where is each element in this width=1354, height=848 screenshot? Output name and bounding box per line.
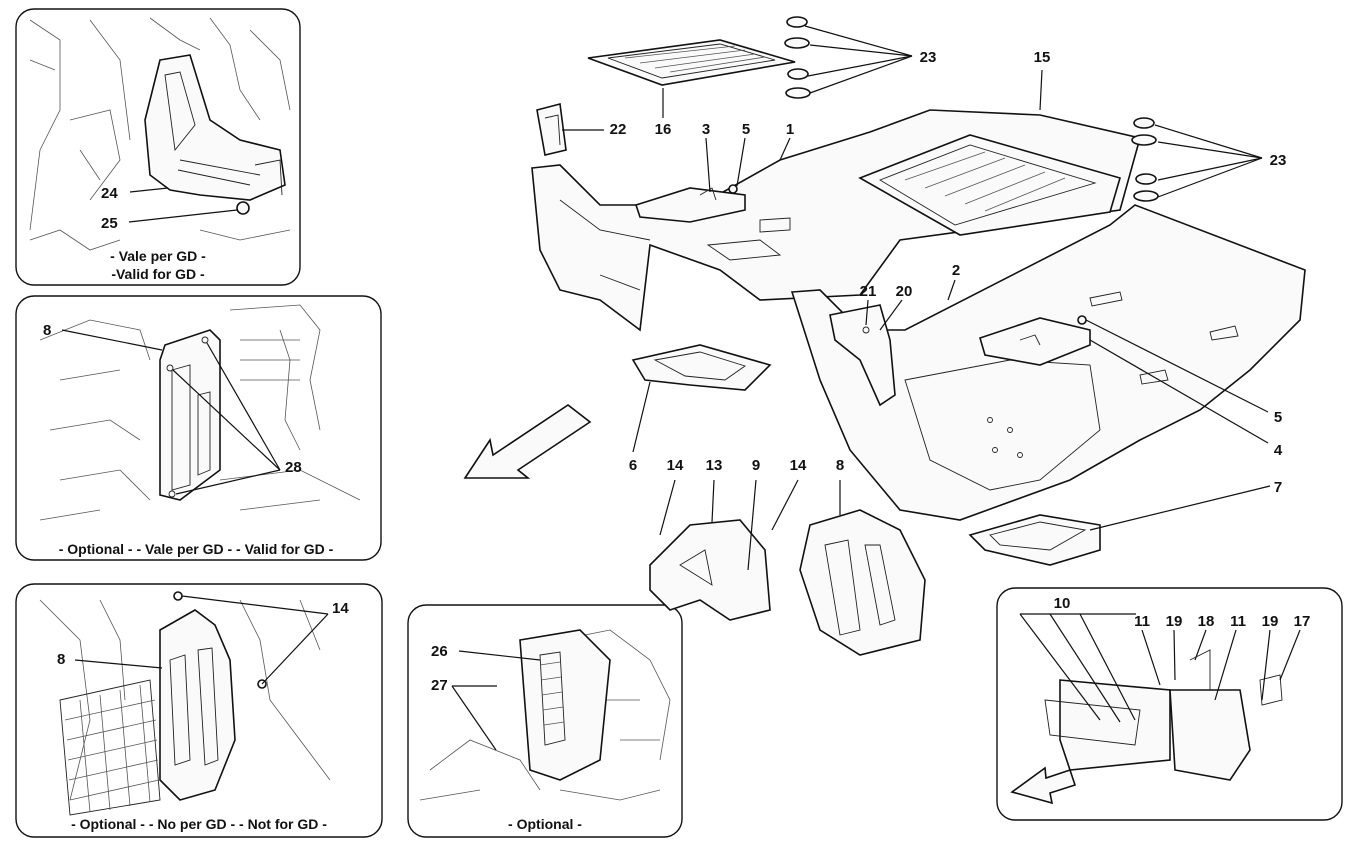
inset-bottom-right: 10 11 19 18 11 19 17 (996, 587, 1343, 821)
label-18: 18 (1198, 613, 1215, 630)
caption-optional: - Optional - (508, 816, 582, 832)
label-6: 6 (629, 457, 637, 474)
vent-8 (799, 509, 926, 656)
caption-optional-valid-for-gd: - Optional - - Vale per GD - - Valid for… (59, 541, 334, 557)
label-19-b: 19 (1262, 613, 1279, 630)
label-28: 28 (285, 459, 302, 476)
label-17: 17 (1294, 613, 1311, 630)
caption-vale-per-gd: - Vale per GD - (110, 248, 206, 264)
label-11-a: 11 (1134, 613, 1150, 630)
tray-6 (631, 344, 772, 391)
label-13: 13 (706, 457, 723, 474)
label-10: 10 (1054, 595, 1071, 612)
inset-arrow (1010, 766, 1077, 805)
label-19-a: 19 (1166, 613, 1183, 630)
cover-4 (979, 315, 1091, 366)
label-24: 24 (101, 185, 118, 202)
label-23-right: 23 (1270, 152, 1287, 169)
label-8-bottom: 8 (57, 651, 65, 668)
label-2: 2 (952, 262, 960, 279)
inset-bottom-center: 26 27 - Optional - (407, 604, 683, 838)
caption-valid-for-gd: -Valid for GD - (111, 266, 205, 282)
label-8-main: 8 (836, 457, 844, 474)
label-7: 7 (1274, 479, 1282, 496)
label-21: 21 (860, 283, 877, 300)
inset-grille-part (519, 629, 611, 781)
bracket-13 (649, 519, 771, 621)
cover-3 (634, 184, 746, 223)
label-8: 8 (43, 322, 51, 339)
bracket-20-21 (829, 304, 896, 407)
main-exploded-view: 23 15 22 16 3 5 1 23 21 20 2 5 4 6 14 13… (463, 16, 1306, 656)
label-14-a: 14 (667, 457, 684, 474)
label-9: 9 (752, 457, 760, 474)
inset-bracket-part (144, 54, 286, 201)
inset-middle-left: 8 28 - Optional - - Vale per GD - - Vali… (15, 295, 382, 561)
label-22: 22 (610, 121, 627, 138)
label-14-b: 14 (790, 457, 807, 474)
clips-23-top (784, 16, 811, 99)
label-4: 4 (1274, 442, 1283, 459)
label-16: 16 (655, 121, 672, 138)
bracket-22 (536, 102, 567, 156)
inset-vent-panel (159, 329, 221, 501)
label-15: 15 (1034, 49, 1051, 66)
label-27: 27 (431, 677, 448, 694)
tray-7 (968, 514, 1101, 566)
floor-mat-16 (587, 39, 796, 86)
inset-top-left: 24 25 - Vale per GD - -Valid for GD - (15, 8, 301, 286)
label-5-right: 5 (1274, 409, 1282, 426)
label-14: 14 (332, 600, 349, 617)
label-23-top: 23 (920, 49, 937, 66)
label-26: 26 (431, 643, 448, 660)
label-5-top: 5 (742, 121, 750, 138)
inset-mesh (59, 679, 161, 816)
label-25: 25 (101, 215, 118, 232)
inset-bottom-left: 14 8 - Optional - - No per GD - - Not fo… (15, 583, 383, 838)
label-1: 1 (786, 121, 794, 138)
floor-mat-15 (858, 134, 1121, 236)
label-3: 3 (702, 121, 710, 138)
label-11-b: 11 (1230, 613, 1246, 630)
label-20: 20 (896, 283, 913, 300)
clips-23-right (1131, 117, 1159, 202)
caption-optional-not-for-gd: - Optional - - No per GD - - Not for GD … (71, 816, 327, 832)
direction-arrow (463, 404, 592, 479)
